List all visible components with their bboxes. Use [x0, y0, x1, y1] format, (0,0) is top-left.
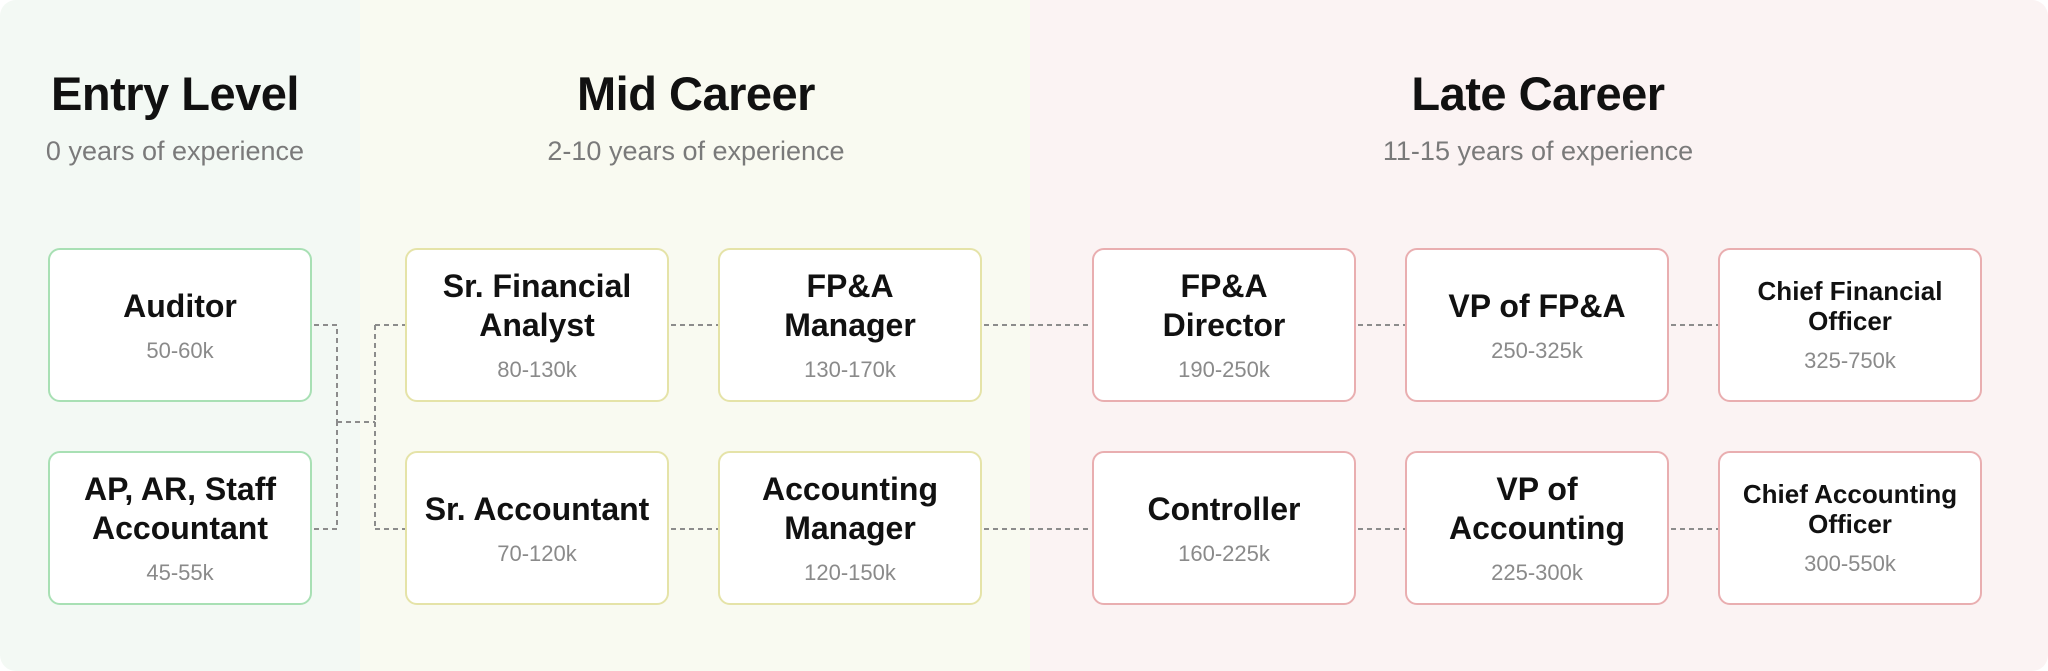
- role-salary: 300-550k: [1804, 551, 1896, 576]
- role-salary: 325-750k: [1804, 348, 1896, 373]
- role-salary: 160-225k: [1178, 540, 1270, 566]
- role-salary: 225-300k: [1491, 560, 1583, 585]
- role-salary: 250-325k: [1491, 337, 1583, 363]
- mid-career-subtitle: 2-10 years of experience: [547, 136, 845, 166]
- role-salary: 80-130k: [497, 357, 577, 382]
- mid-career-title: Mid Career: [577, 67, 815, 120]
- late-career-subtitle: 11-15 years of experience: [1382, 136, 1694, 166]
- role-salary: 70-120k: [497, 540, 577, 566]
- role-card-vp-of-accounting: VP of Accounting 225-300k: [1405, 451, 1669, 605]
- role-salary: 50-60k: [146, 337, 214, 363]
- entry-level-title: Entry Level: [51, 67, 299, 120]
- role-title: Accounting Manager: [762, 471, 938, 546]
- role-card-controller: Controller 160-225k: [1092, 451, 1356, 605]
- role-card-fpa-director: FP&A Director 190-250k: [1092, 248, 1356, 402]
- role-title: Sr. Accountant: [424, 490, 650, 527]
- role-card-chief-accounting-officer: Chief Accounting Officer 300-550k: [1718, 451, 1982, 605]
- role-salary: 130-170k: [804, 357, 896, 382]
- role-title: VP of Accounting: [1449, 471, 1625, 546]
- late-career-title: Late Career: [1411, 67, 1665, 120]
- role-title: AP, AR, Staff Accountant: [83, 471, 277, 546]
- role-title: FP&A Manager: [784, 268, 916, 343]
- role-title: FP&A Director: [1162, 268, 1286, 343]
- role-card-vp-of-fpa: VP of FP&A 250-325k: [1405, 248, 1669, 402]
- role-card-sr-financial-analyst: Sr. Financial Analyst 80-130k: [405, 248, 669, 402]
- role-card-ap-ar-staff-accountant: AP, AR, Staff Accountant 45-55k: [48, 451, 312, 605]
- entry-level-subtitle: 0 years of experience: [45, 136, 305, 166]
- role-title: Controller: [1147, 490, 1301, 527]
- role-salary: 120-150k: [804, 560, 896, 585]
- role-card-fpa-manager: FP&A Manager 130-170k: [718, 248, 982, 402]
- role-salary: 45-55k: [146, 560, 214, 585]
- role-salary: 190-250k: [1178, 357, 1270, 382]
- role-title: Chief Financial Officer: [1757, 276, 1943, 336]
- role-card-auditor: Auditor 50-60k: [48, 248, 312, 402]
- role-title: Sr. Financial Analyst: [442, 268, 632, 343]
- role-card-accounting-manager: Accounting Manager 120-150k: [718, 451, 982, 605]
- role-title: Chief Accounting Officer: [1742, 479, 1958, 539]
- role-title: Auditor: [123, 287, 237, 324]
- role-title: VP of FP&A: [1448, 287, 1626, 324]
- role-card-chief-financial-officer: Chief Financial Officer 325-750k: [1718, 248, 1982, 402]
- role-card-sr-accountant: Sr. Accountant 70-120k: [405, 451, 669, 605]
